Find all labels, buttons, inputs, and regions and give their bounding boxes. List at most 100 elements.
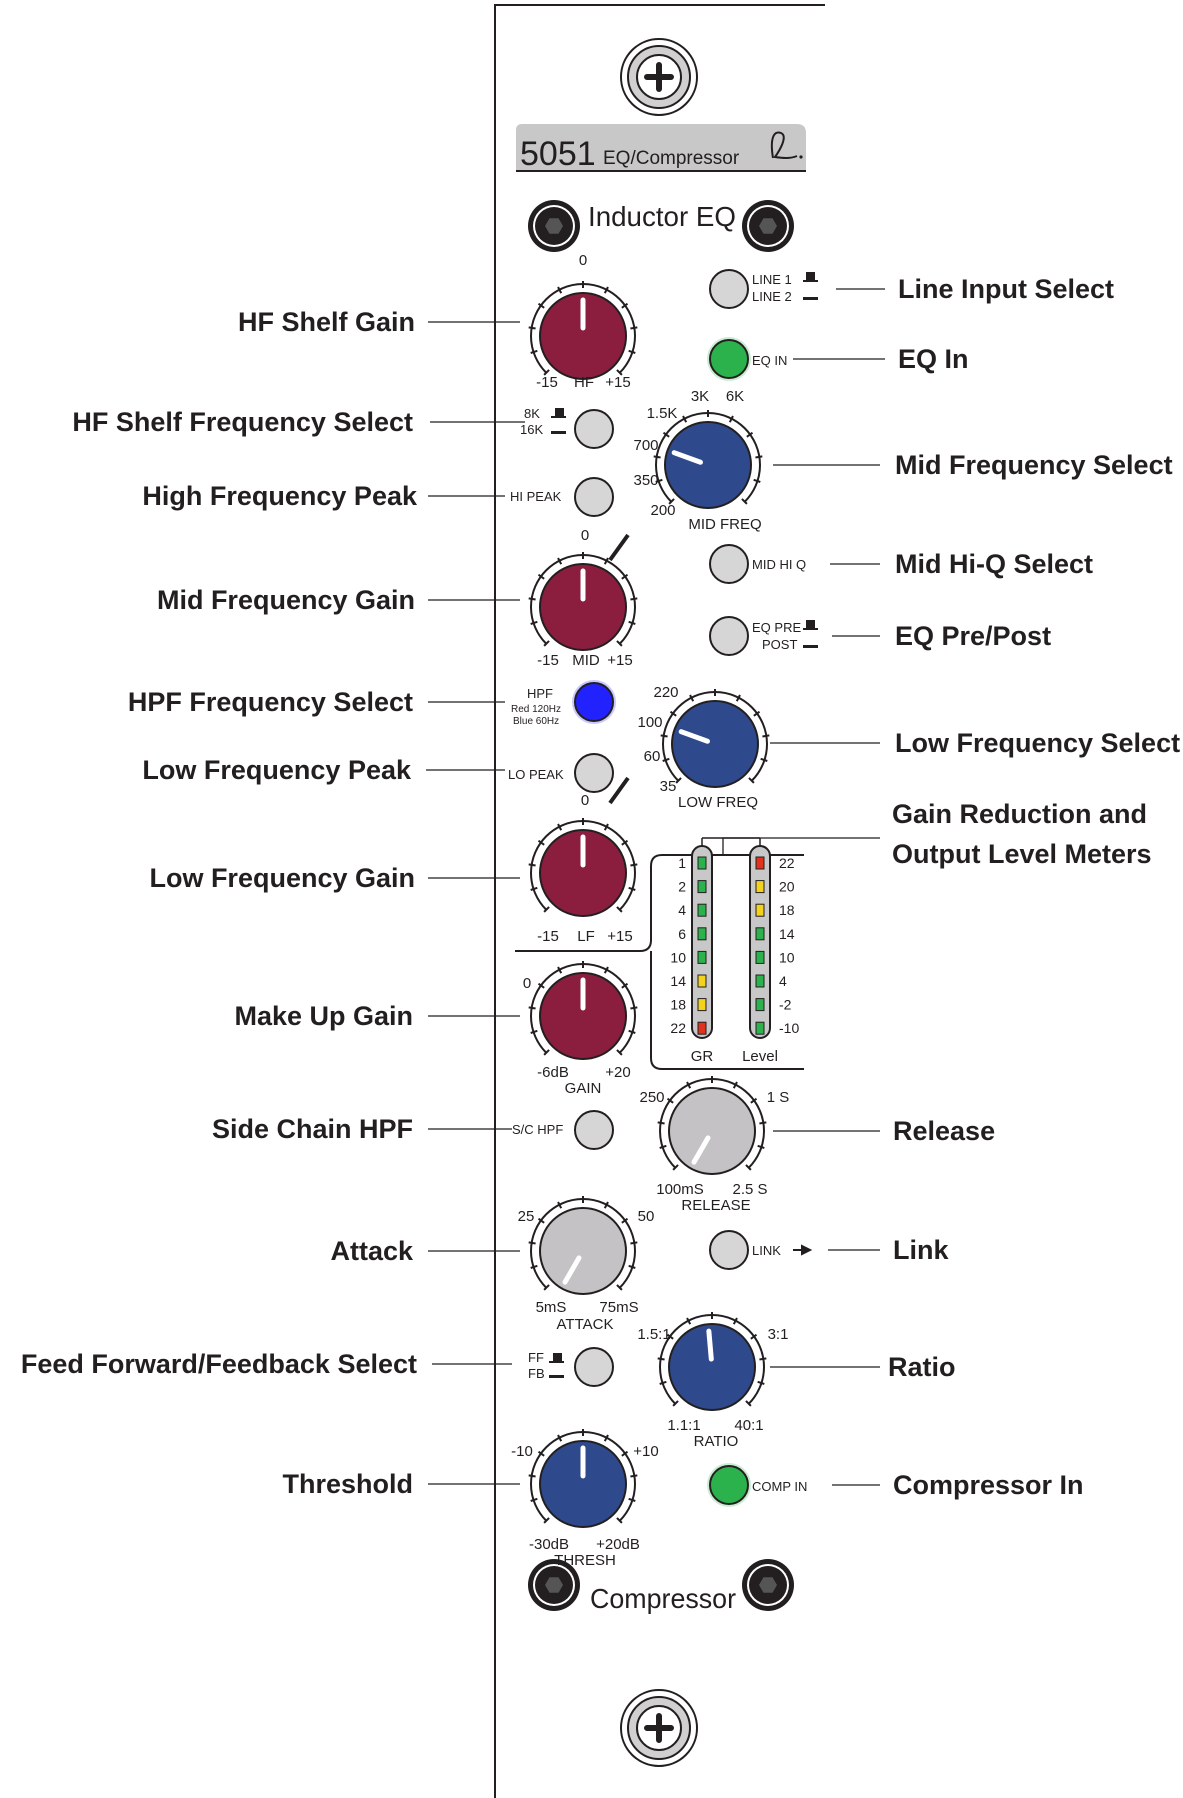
hpf-blue-label: Blue 60Hz — [513, 716, 559, 727]
comp-in-button[interactable] — [707, 1463, 751, 1507]
level-meter-led — [755, 998, 765, 1012]
callout-hf-shelf-freq-select: HF Shelf Frequency Select — [72, 407, 413, 437]
signature-mark — [770, 131, 798, 159]
attack-min-label: 5mS — [536, 1299, 567, 1316]
lf-top-label: 0 — [581, 792, 589, 809]
hf-freq-select-button[interactable] — [574, 409, 614, 449]
callout-hpf-freq-select: HPF Frequency Select — [127, 687, 413, 717]
sc-hpf-button[interactable] — [574, 1110, 614, 1150]
ff-fb-button[interactable] — [574, 1347, 614, 1387]
level-meter-scale-label: 20 — [779, 879, 795, 895]
hpf-red-label: Red 120Hz — [511, 704, 561, 715]
low-freq-tick-2: 100 — [637, 714, 662, 731]
attack-label: ATTACK — [557, 1316, 614, 1333]
release-knob-pointer — [691, 1135, 711, 1165]
callout-threshold: Threshold — [282, 1469, 413, 1499]
section-title-inductor-eq: Inductor EQ — [588, 201, 736, 232]
callout-link: Link — [893, 1235, 949, 1265]
eq-pre-post-button[interactable] — [709, 616, 749, 656]
hpf-button[interactable] — [572, 680, 616, 724]
low-freq-tick-1: 60 — [644, 748, 661, 765]
mid-hi-q-label: MID HI Q — [752, 557, 806, 572]
hf-top-label: 0 — [579, 252, 587, 269]
mid-freq-label: MID FREQ — [688, 516, 761, 533]
low-freq-tick-0: 35 — [660, 778, 677, 795]
level-meter-scale-label: 4 — [779, 973, 787, 989]
meter-section-divider-bottom — [650, 951, 804, 1070]
level-meter-scale-label: -2 — [779, 997, 792, 1013]
line2-label: LINE 2 — [752, 289, 792, 304]
gr-meter-led — [697, 903, 707, 917]
line-select-button[interactable] — [709, 269, 749, 309]
callout-low-freq-gain: Low Frequency Gain — [149, 863, 415, 893]
gr-meter-led — [697, 974, 707, 988]
level-meter-led — [755, 1021, 765, 1035]
lo-peak-button[interactable] — [574, 753, 614, 793]
level-meter-led — [755, 880, 765, 894]
callout-hf-shelf-gain: HF Shelf Gain — [237, 307, 415, 337]
callout-ratio: Ratio — [888, 1352, 956, 1382]
thresh-a-label: -10 — [511, 1443, 533, 1460]
level-meter-led — [755, 974, 765, 988]
gr-meter-scale-label: 2 — [678, 879, 686, 895]
ratio-label: RATIO — [694, 1433, 739, 1450]
link-label: LINK — [752, 1243, 781, 1258]
mid-freq-tick-3: 1.5K — [647, 405, 678, 422]
hf-freq-8k-label: 8K — [524, 406, 540, 421]
link-button[interactable] — [709, 1230, 749, 1270]
attack-a-label: 25 — [518, 1208, 535, 1225]
eq-in-button[interactable] — [707, 337, 751, 381]
mid-label: MID — [572, 652, 600, 669]
callout-eq-in: EQ In — [898, 344, 969, 374]
level-meter-scale-label: 22 — [779, 855, 795, 871]
hf-max-label: +15 — [605, 374, 630, 391]
mid-hi-q-button[interactable] — [709, 544, 749, 584]
gr-meter-scale-label: 10 — [670, 949, 686, 965]
mid-freq-tick-0: 200 — [650, 502, 675, 519]
hf-min-label: -15 — [536, 374, 558, 391]
callout-attack: Attack — [330, 1236, 413, 1266]
callout-make-up-gain: Make Up Gain — [234, 1001, 413, 1031]
model-name: EQ/Compressor — [603, 148, 740, 169]
mid-freq-tick-4: 3K — [691, 388, 709, 405]
eq-post-label: POST — [762, 637, 797, 652]
level-meter-label: Level — [742, 1048, 778, 1065]
callout-leader-lines — [426, 288, 885, 1486]
gr-meter-led — [697, 927, 707, 941]
line1-label: LINE 1 — [752, 272, 792, 287]
gr-meter-led — [697, 998, 707, 1012]
callout-side-chain-hpf: Side Chain HPF — [211, 1114, 413, 1144]
gr-meter-label: GR — [691, 1048, 714, 1065]
level-meter-scale-label: 14 — [779, 926, 795, 942]
release-min-label: 100mS — [656, 1181, 704, 1198]
gr-meter-scale-label: 22 — [670, 1020, 686, 1036]
callout-ff-fb-select: Feed Forward/Feedback Select — [20, 1349, 417, 1379]
hi-peak-button[interactable] — [574, 477, 614, 517]
gr-meter-scale-label: 18 — [670, 997, 686, 1013]
level-meter-led — [755, 903, 765, 917]
level-meter-scale-label: -10 — [779, 1020, 799, 1036]
meter-section-divider-top — [515, 854, 804, 952]
mid-freq-tick-2: 700 — [633, 437, 658, 454]
release-label: RELEASE — [681, 1197, 750, 1214]
level-meter-scale-label: 10 — [779, 949, 795, 965]
ratio-max-label: 40:1 — [734, 1417, 763, 1434]
mounting-screw-top — [620, 38, 698, 116]
ff-label: FF — [528, 1350, 544, 1365]
lf-label: LF — [577, 928, 595, 945]
eq-pre-label: EQ PRE — [752, 620, 801, 635]
low-freq-label: LOW FREQ — [678, 794, 758, 811]
